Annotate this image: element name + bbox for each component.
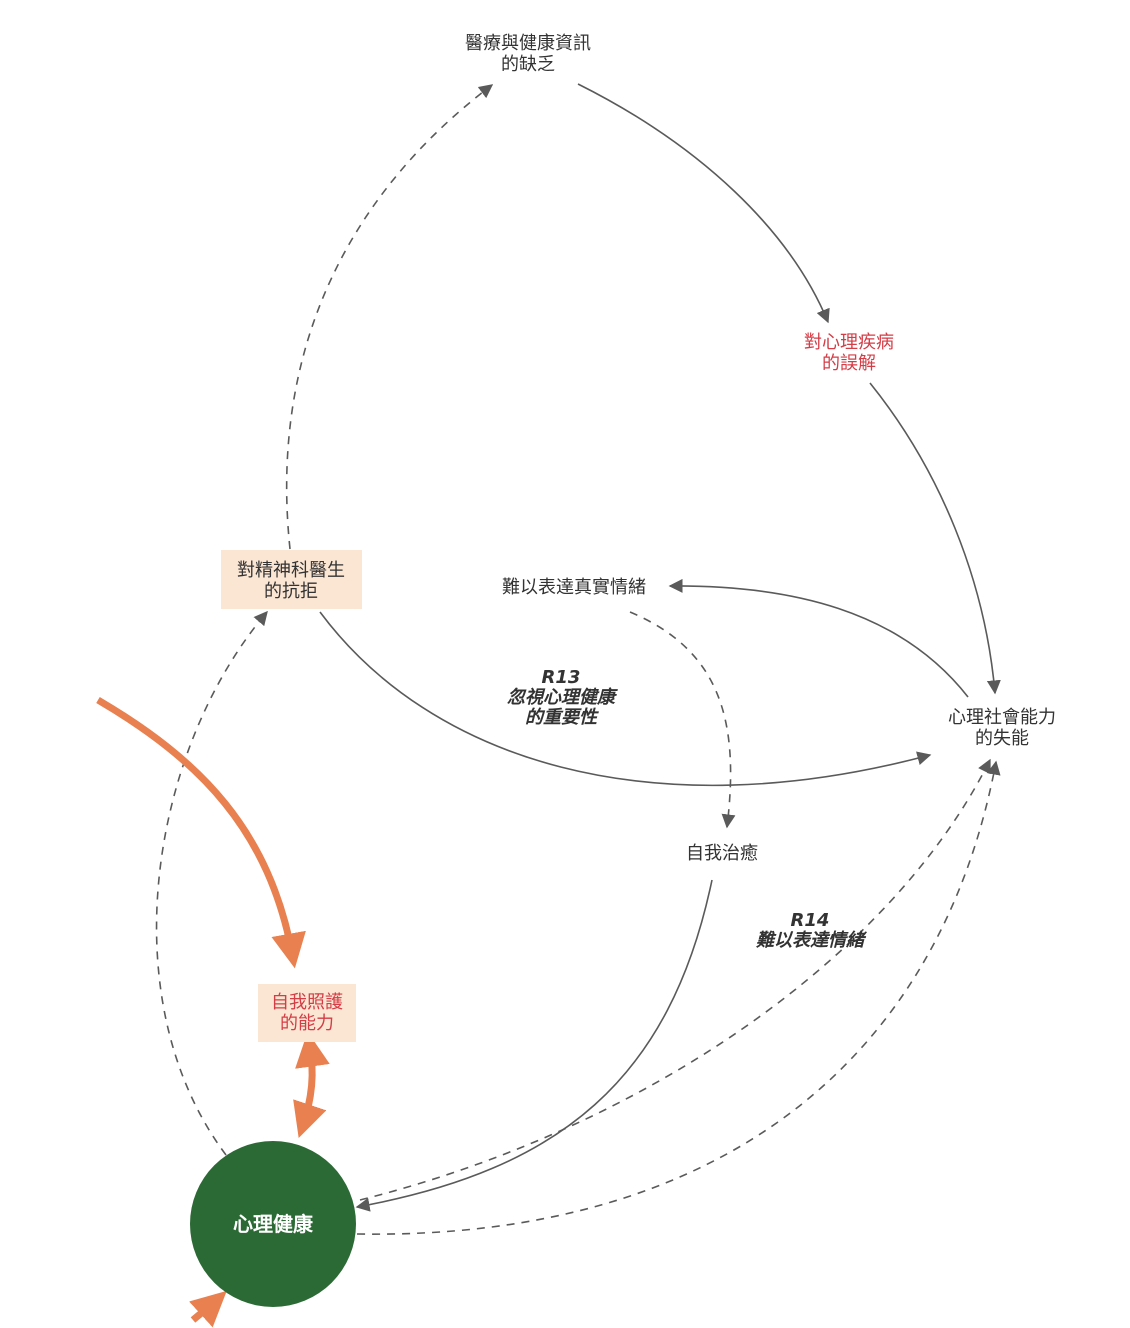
node-self-healing[interactable]: 自我治癒 — [686, 843, 758, 864]
edge-resistance-to-disability — [319, 611, 932, 787]
edge-misunderstanding-to-disability — [869, 382, 1001, 695]
node-mental-health-circle — [190, 1141, 356, 1307]
edge-disability-to-hard-express — [668, 578, 969, 698]
node-self-care-line1: 自我照護 — [271, 992, 343, 1013]
node-mental-health[interactable]: 心理健康 — [190, 1141, 356, 1307]
edge-resistance-to-info — [285, 84, 494, 550]
node-psychiatrist-resistance-line1: 對精神科醫生 — [237, 560, 345, 581]
node-psychosocial-disability-line2: 的失能 — [975, 728, 1029, 749]
loop-r13: R13 忽視心理健康 的重要性 — [507, 667, 618, 728]
node-self-care-box — [258, 984, 356, 1042]
node-self-healing-line1: 自我治癒 — [686, 843, 758, 864]
node-psychosocial-disability-line1: 心理社會能力 — [948, 707, 1056, 728]
edge-hard-express-to-self-healing — [629, 611, 736, 829]
loop-r13-id: R13 — [542, 667, 581, 688]
edge-external-to-self-care — [96, 696, 306, 969]
loop-r14-id: R14 — [791, 910, 830, 931]
node-psychiatrist-resistance-line2: 的抗拒 — [264, 581, 318, 602]
loop-r14: R14 難以表達情緒 — [755, 910, 868, 951]
edge-health-to-resistance — [155, 610, 268, 1156]
edge-self-healing-to-health — [355, 879, 713, 1212]
node-self-care[interactable]: 自我照護 的能力 — [258, 984, 356, 1042]
loop-r14-line1: 難以表達情緒 — [755, 930, 868, 951]
edge-health-to-disability-inner — [359, 758, 991, 1201]
node-misunderstanding-line1: 對心理疾病 — [804, 332, 894, 353]
node-info-lack-line2: 的缺乏 — [501, 54, 555, 75]
node-info-lack-line1: 醫療與健康資訊 — [465, 33, 591, 54]
node-mental-health-label: 心理健康 — [233, 1212, 314, 1236]
node-hard-to-express[interactable]: 難以表達真實情緒 — [502, 577, 646, 598]
node-hard-to-express-line1: 難以表達真實情緒 — [502, 577, 646, 598]
node-psychosocial-disability[interactable]: 心理社會能力 的失能 — [948, 707, 1056, 749]
node-info-lack[interactable]: 醫療與健康資訊 的缺乏 — [465, 33, 591, 75]
edge-self-care-health — [293, 1031, 330, 1138]
node-psychiatrist-resistance[interactable]: 對精神科醫生 的抗拒 — [221, 550, 362, 609]
loop-r13-line2: 的重要性 — [525, 707, 599, 728]
loop-r13-line1: 忽視心理健康 — [507, 687, 618, 708]
edge-info-to-misunderstanding — [577, 83, 830, 324]
node-psychiatrist-resistance-box — [221, 550, 362, 609]
node-misunderstanding[interactable]: 對心理疾病 的誤解 — [804, 332, 894, 374]
edge-external-bottom — [189, 1290, 227, 1328]
node-self-care-line2: 的能力 — [280, 1013, 334, 1034]
node-misunderstanding-line2: 的誤解 — [822, 353, 876, 374]
edge-health-to-disability-outer — [356, 760, 1001, 1235]
